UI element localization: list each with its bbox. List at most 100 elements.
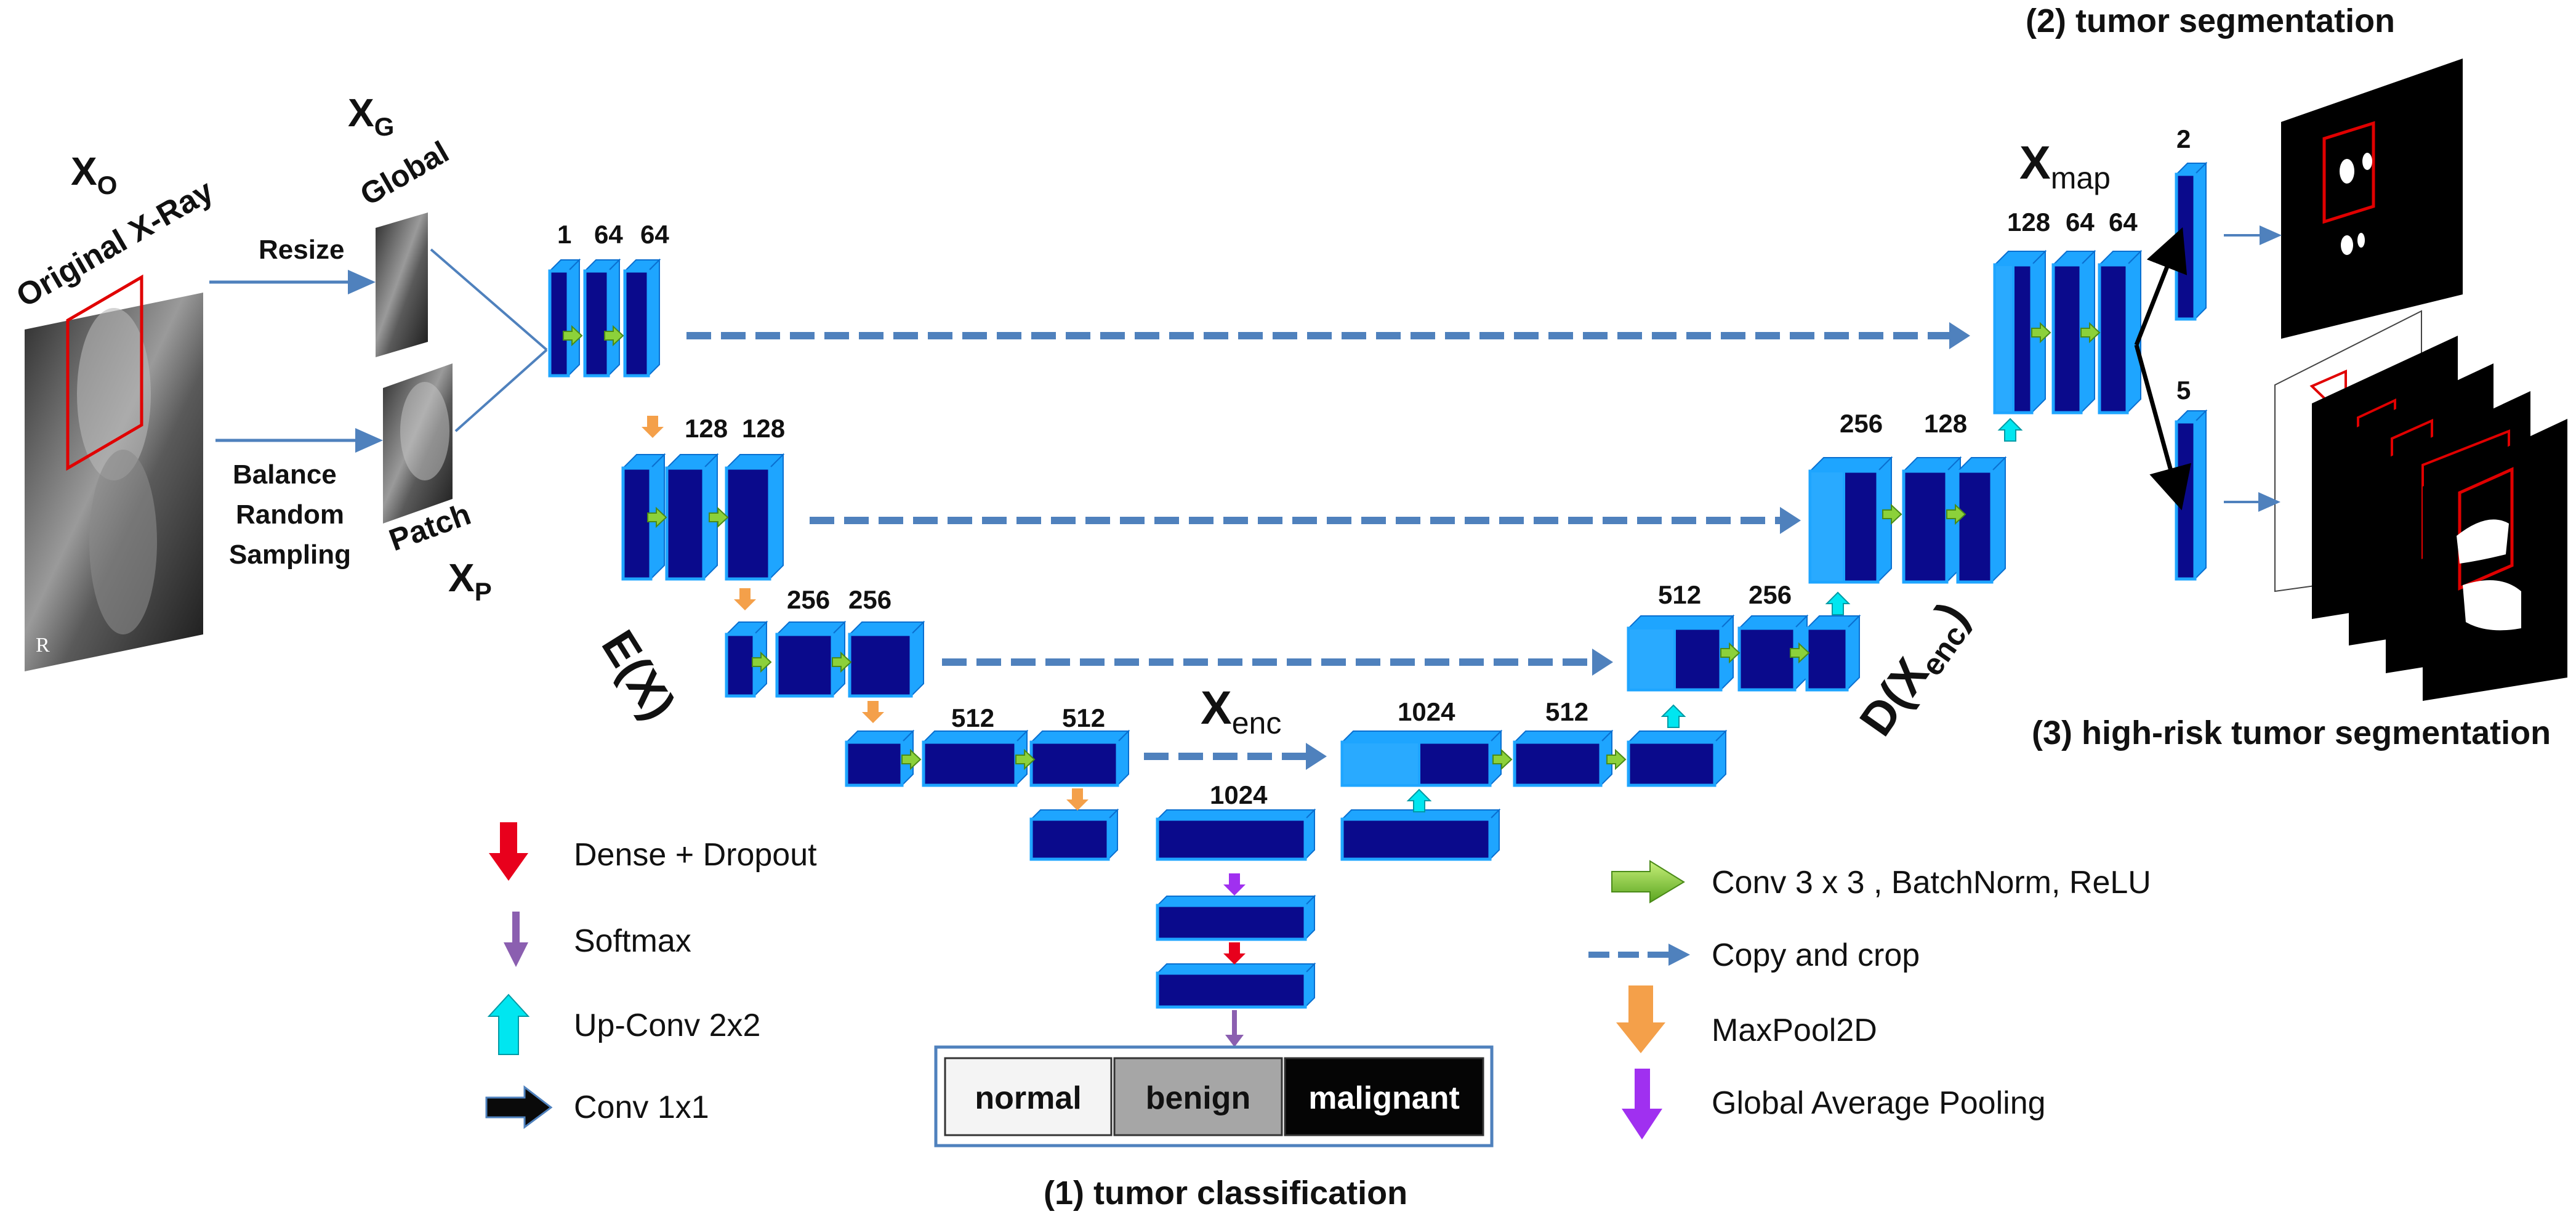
copy-arrow-4-head [1306, 743, 1327, 770]
legend-gap-label: Global Average Pooling [1712, 1085, 2046, 1121]
enc1-block-b [583, 258, 621, 378]
dec4-upconv-block [1340, 808, 1501, 861]
dec2-channels-b: 128 [1924, 409, 1967, 438]
global-image [376, 212, 428, 357]
sampling-line3: Sampling [229, 540, 351, 570]
class-benign [1113, 1057, 1283, 1136]
segmentation-title: (2) tumor segmentation [2026, 2, 2395, 39]
resize-label: Resize [259, 235, 344, 265]
enc3-channels-b: 256 [848, 585, 892, 614]
patch-image [383, 363, 453, 524]
enc1-channels-c: 64 [640, 220, 669, 249]
xmap-label: Xmap [2019, 137, 2111, 195]
class-benign-label: benign [1146, 1080, 1250, 1116]
dashed-arrow-head [1668, 944, 1690, 966]
purple-down-arrow-icon [504, 912, 528, 967]
highrisk-output-block [2175, 409, 2208, 581]
maxpool-arrow-1 [642, 416, 664, 438]
patch-to-net-line [454, 349, 548, 432]
violet-down-arrow-icon [1622, 1069, 1662, 1139]
enc4-channels-a: 512 [951, 703, 994, 732]
copy-arrow-1-head [1949, 322, 1970, 349]
enc2-block-b [665, 453, 719, 581]
dec4-block-c [1627, 729, 1728, 787]
enc4-block-c [1029, 729, 1130, 787]
dec1-channels-a: 128 [2007, 208, 2050, 237]
enc4-conv-arrow-a [901, 748, 922, 771]
legend-left: Dense + Dropout Softmax Up-Conv 2x2 Conv… [485, 822, 817, 1129]
dec3-conv-arrow-b [1790, 642, 1810, 664]
dec1-conv-arrow-b [2080, 322, 2101, 344]
dec3-block-c [1805, 614, 1861, 692]
enc1-channels-a: 1 [557, 220, 571, 249]
seg-output-block [2175, 161, 2208, 321]
classification-title: (1) tumor classification [1044, 1175, 1407, 1212]
dec1-block-c [2098, 249, 2143, 415]
xray-marker: R [36, 634, 50, 657]
softmax-arrow-head [1225, 1035, 1244, 1047]
enc3-block-c [848, 620, 925, 698]
dec4-channels-a: 1024 [1398, 697, 1455, 726]
upconv-arrow-3 [1660, 704, 1686, 728]
highrisk-title: (3) high-risk tumor segmentation [2032, 714, 2551, 751]
upconv-arrow-4 [1406, 788, 1432, 812]
sampling-line1: Balance [233, 459, 337, 490]
enc1-block-a [548, 258, 581, 378]
decoder-label: D(Xenc) [1849, 593, 1982, 748]
maxpool-arrow-4 [1066, 788, 1089, 811]
legend-upconv-label: Up-Conv 2x2 [574, 1008, 760, 1043]
dec2-conv-arrow-a [1882, 503, 1902, 525]
enc3-conv-arrow-b [832, 651, 852, 673]
enc3-channels-a: 256 [787, 585, 830, 614]
highrisk-conv1x1-arrow [2134, 344, 2191, 511]
enc4-block-b [922, 729, 1029, 787]
dec4-conv-arrow-a [1492, 748, 1513, 771]
green-right-arrow-icon [1611, 860, 1685, 904]
gap-arrow [1223, 873, 1246, 896]
legend-maxpool-label: MaxPool2D [1712, 1013, 1877, 1048]
maxpool-arrow-3 [862, 701, 884, 723]
sampling-line2: Random [236, 500, 344, 530]
enc4-channels-b: 512 [1062, 703, 1105, 732]
legend-conv-label: Conv 3 x 3 , BatchNorm, ReLU [1712, 865, 2151, 900]
xo-label: XO [71, 149, 117, 200]
highrisk-output-stack [2274, 310, 2567, 701]
dec3-channels-b: 256 [1749, 580, 1792, 609]
orange-down-arrow-icon [1616, 985, 1665, 1053]
dec1-conv-arrow-a [2031, 322, 2051, 344]
dec3-block-a [1627, 614, 1735, 692]
xg-label: XG [348, 91, 394, 141]
dec2-block-c [1956, 456, 2007, 584]
dense-block-b [1156, 962, 1316, 1009]
legend-copy-label: Copy and crop [1712, 937, 1920, 973]
dec2-conv-arrow-b [1946, 503, 1966, 525]
class-malignant [1284, 1057, 1484, 1136]
dec4-block-a [1340, 729, 1503, 787]
dec2-channels-a: 256 [1840, 409, 1883, 438]
enc3-block-a [725, 620, 768, 698]
copy-arrow-3-head [1592, 649, 1613, 676]
red-down-arrow-icon [489, 822, 528, 881]
global-label: Global [355, 134, 455, 212]
legend-dense-label: Dense + Dropout [574, 837, 817, 873]
legend-conv1x1-label: Conv 1x1 [574, 1090, 709, 1125]
xenc-label: Xenc [1201, 682, 1281, 740]
enc1-channels-b: 64 [594, 220, 623, 249]
seg-output-channels: 2 [2176, 124, 2191, 153]
original-xray: R [25, 274, 203, 671]
seg-roi-box [2322, 121, 2375, 224]
global-to-net-line [430, 248, 548, 351]
dense-arrow [1223, 942, 1246, 965]
dec1-channels-c: 64 [2109, 208, 2138, 237]
dense-block-a [1156, 894, 1316, 941]
dec4-block-b [1513, 729, 1614, 787]
enc2-channels-a: 128 [685, 414, 728, 443]
dec2-block-b [1902, 456, 1962, 584]
upconv-arrow-2 [1825, 591, 1851, 615]
enc2-conv-arrow-b [709, 506, 729, 528]
segmentation-output-image [2281, 59, 2463, 339]
dec2-block-a [1808, 456, 1893, 584]
dec3-block-b [1737, 614, 1809, 692]
bottleneck-channels: 1024 [1210, 780, 1268, 809]
enc2-channels-b: 128 [742, 414, 785, 443]
